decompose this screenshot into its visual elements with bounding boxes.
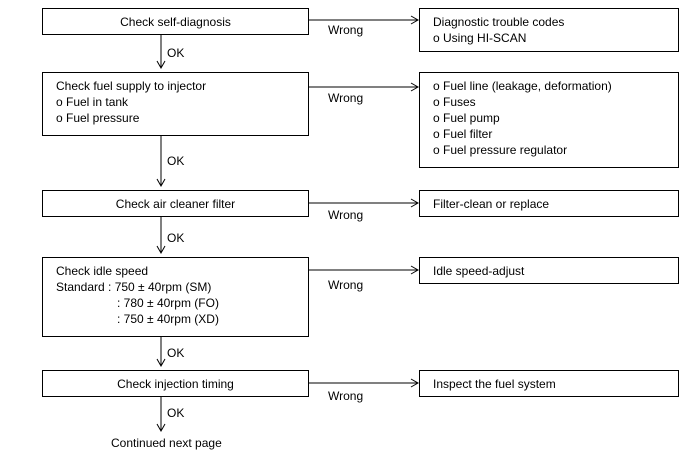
- step-2-result-line-5: o Fuel pressure regulator: [433, 143, 568, 157]
- continued-next-page: Continued next page: [111, 436, 222, 450]
- step-3-result-box: Filter-clean or replace: [419, 190, 679, 217]
- step-1-result-line-2: o Using HI-SCAN: [433, 31, 527, 45]
- step-2-item-1: o Fuel in tank: [56, 95, 129, 109]
- step-4-box: Check idle speed Standard : 750 ± 40rpm …: [42, 257, 309, 337]
- wrong-arrowhead-5: [410, 378, 420, 388]
- wrong-arrowhead-4: [410, 265, 420, 275]
- wrong-label-5: Wrong: [328, 389, 364, 403]
- step-2-box: Check fuel supply to injector o Fuel in …: [42, 72, 309, 136]
- wrong-label-4: Wrong: [328, 278, 364, 292]
- step-1-result-box: Diagnostic trouble codes o Using HI-SCAN: [419, 8, 679, 52]
- step-2-item-2: o Fuel pressure: [56, 111, 140, 125]
- wrong-label-1: Wrong: [328, 23, 364, 37]
- ok-label-5: OK: [167, 406, 185, 420]
- ok-arrowhead-5: [156, 423, 166, 433]
- step-4-result-line-1: Idle speed-adjust: [433, 264, 525, 278]
- step-4-result-box: Idle speed-adjust: [419, 257, 679, 284]
- wrong-arrowhead-1: [410, 15, 420, 25]
- ok-arrowhead-4: [156, 358, 166, 368]
- step-2-result-line-3: o Fuel pump: [433, 111, 500, 125]
- wrong-arrowhead-3: [410, 198, 420, 208]
- step-2-result-line-4: o Fuel filter: [433, 127, 493, 141]
- wrong-label-3: Wrong: [328, 208, 364, 222]
- step-1-result-line-1: Diagnostic trouble codes: [433, 15, 565, 29]
- ok-label-3: OK: [167, 231, 185, 245]
- step-1-box: Check self-diagnosis: [42, 8, 309, 35]
- step-3-result-line-1: Filter-clean or replace: [433, 197, 550, 211]
- ok-arrowhead-2: [156, 178, 166, 188]
- step-2-title: Check fuel supply to injector: [56, 79, 207, 93]
- ok-label-1: OK: [167, 46, 185, 60]
- step-5-result-box: Inspect the fuel system: [419, 370, 679, 397]
- step-2-result-line-2: o Fuses: [433, 95, 476, 109]
- step-2-result-line-1: o Fuel line (leakage, deformation): [433, 79, 612, 93]
- step-4-standard-3: : 750 ± 40rpm (XD): [117, 312, 219, 326]
- wrong-label-2: Wrong: [328, 91, 364, 105]
- ok-arrowhead-1: [156, 60, 166, 70]
- step-1-title: Check self-diagnosis: [120, 15, 231, 29]
- ok-arrowhead-3: [156, 245, 166, 255]
- step-5-result-line-1: Inspect the fuel system: [433, 377, 556, 391]
- step-4-title: Check idle speed: [56, 264, 149, 278]
- step-3-title: Check air cleaner filter: [115, 197, 236, 211]
- wrong-arrowhead-2: [410, 82, 420, 92]
- ok-label-2: OK: [167, 154, 185, 168]
- step-2-result-box: o Fuel line (leakage, deformation) o Fus…: [419, 72, 679, 168]
- step-5-title: Check injection timing: [117, 377, 234, 391]
- step-4-standard-1: Standard : 750 ± 40rpm (SM): [56, 280, 212, 294]
- step-5-box: Check injection timing: [42, 370, 309, 397]
- step-3-box: Check air cleaner filter: [42, 190, 309, 217]
- ok-label-4: OK: [167, 346, 185, 360]
- step-4-standard-2: : 780 ± 40rpm (FO): [117, 296, 219, 310]
